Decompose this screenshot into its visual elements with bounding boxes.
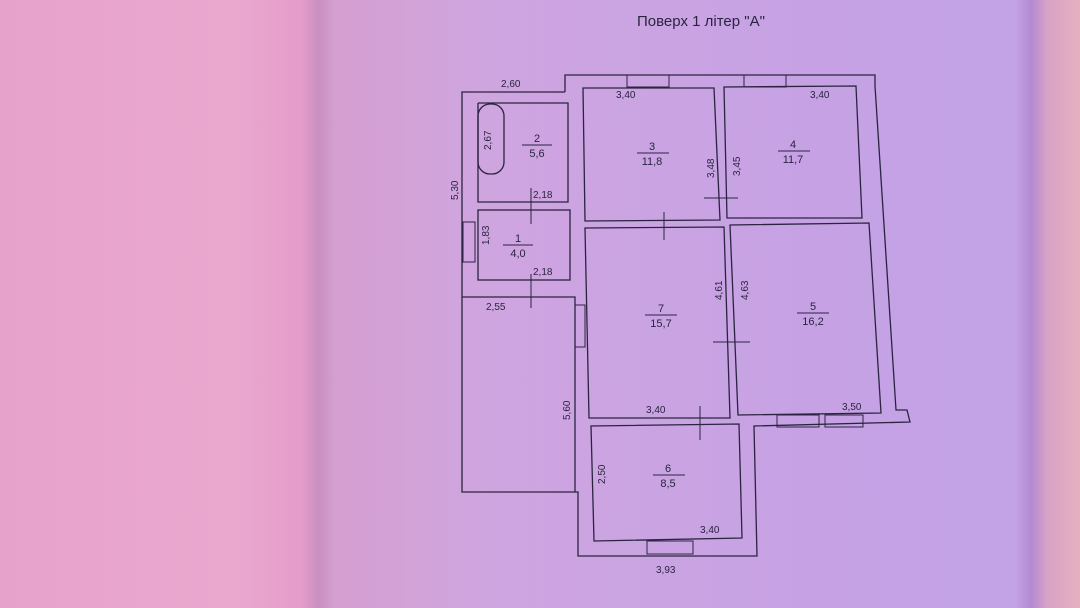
dimension-r4-top: 3,40 xyxy=(810,90,830,101)
dimension-r5-bottom: 3,50 xyxy=(842,402,862,413)
dimension-r7-right: 4,61 xyxy=(714,280,725,300)
room-area: 11,8 xyxy=(642,156,663,168)
dimension-r7-bottom: 3,40 xyxy=(646,405,666,416)
room-7: 715,7 xyxy=(645,303,677,330)
room-3: 311,8 xyxy=(637,141,669,168)
room-number: 7 xyxy=(658,303,664,315)
dimension-r6-outer: 3,93 xyxy=(656,565,676,576)
dimension-bath: 2,67 xyxy=(483,130,494,150)
dimension-r4-left: 3,45 xyxy=(732,156,743,176)
dimension-labels: 2,60 5,30 2,67 2,18 1,83 2,18 2,55 5,60 … xyxy=(450,79,862,576)
room-labels: 25,6 14,0 311,8 411,7 715,7 516,2 68,5 xyxy=(503,133,829,490)
dimension-annex-top: 2,60 xyxy=(501,79,521,90)
dimension-r6-left: 2,50 xyxy=(597,464,608,484)
room-5: 516,2 xyxy=(797,301,829,328)
room-area: 15,7 xyxy=(650,318,671,330)
room-number: 2 xyxy=(534,133,540,145)
room-area: 11,7 xyxy=(783,154,804,166)
room-number: 4 xyxy=(790,139,796,151)
windows-and-doors xyxy=(462,74,864,555)
dimension-r5-left: 4,63 xyxy=(740,280,751,300)
room-area: 5,6 xyxy=(529,148,544,160)
bathtub-icon xyxy=(477,103,505,175)
room-4: 411,7 xyxy=(778,139,810,166)
room-1: 14,0 xyxy=(503,233,533,260)
outer-walls xyxy=(461,74,911,557)
room-area: 8,5 xyxy=(660,478,675,490)
dimension-corridor-top: 2,55 xyxy=(486,302,506,313)
room-area: 4,0 xyxy=(510,248,525,260)
dimension-corridor-right: 5,60 xyxy=(562,400,573,420)
dimension-r1-left: 1,83 xyxy=(481,225,492,245)
dimension-r6-bottom: 3,40 xyxy=(700,525,720,536)
plan-title: Поверх 1 літер "А" xyxy=(637,13,765,30)
dimension-r3-top: 3,40 xyxy=(616,90,636,101)
room-6: 68,5 xyxy=(653,463,685,490)
room-2: 25,6 xyxy=(522,133,552,160)
dimension-r3-right: 3,48 xyxy=(706,158,717,178)
dimension-annex-left: 5,30 xyxy=(450,180,461,200)
room-number: 1 xyxy=(515,233,521,245)
dimension-r1-bottom: 2,18 xyxy=(533,267,553,278)
room-area: 16,2 xyxy=(802,316,823,328)
room-number: 5 xyxy=(810,301,816,313)
room-number: 6 xyxy=(665,463,671,475)
room-number: 3 xyxy=(649,141,655,153)
dimension-r2-bottom: 2,18 xyxy=(533,190,553,201)
